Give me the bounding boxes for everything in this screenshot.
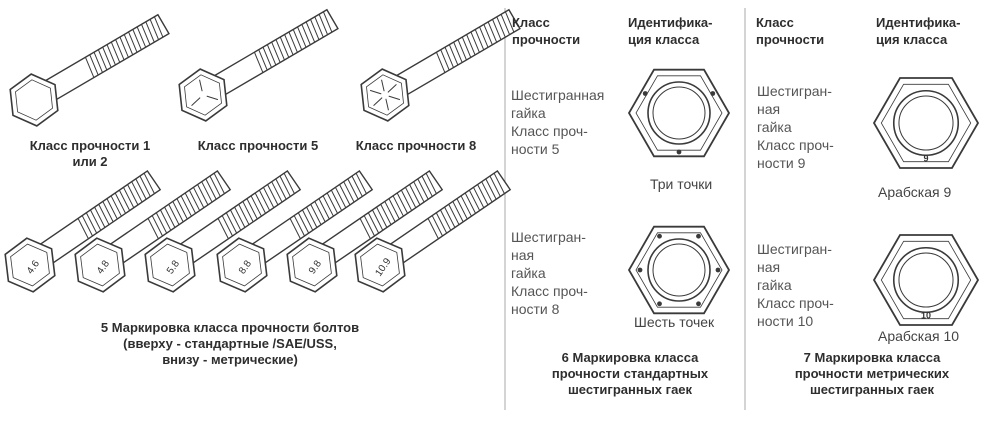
bolt-top-2 <box>178 8 339 122</box>
figure-5-caption: 5 Маркировка класса прочности болтов (вв… <box>100 320 360 367</box>
std-header-ident: Идентифика- ция класса <box>628 15 713 47</box>
metric-nut-9: 9 <box>872 77 980 169</box>
nut-class-number: 10 <box>921 310 931 320</box>
bolt-caption-class-5: Класс прочности 5 <box>197 138 319 153</box>
bolt-metric-1: 4.6 <box>4 169 162 293</box>
nut-dot-mark <box>676 149 682 155</box>
std-row-1-mark-label: Три точки <box>650 176 713 192</box>
bolt-metric-2: 4.8 <box>74 169 232 293</box>
nut-dot-mark <box>637 267 643 273</box>
bolt-metric-5: 9.8 <box>286 169 444 293</box>
metric-row-1-text: Шестигран- ная гайка Класс проч- ности 9 <box>757 83 834 171</box>
std-nut-three-dots <box>627 68 731 158</box>
bolt-metric-4: 8.8 <box>216 169 374 293</box>
bolt-metric-3: 5.8 <box>144 169 302 293</box>
nut-dot-mark <box>657 233 662 239</box>
metric-row-2-mark-label: Арабская 10 <box>878 328 960 344</box>
bolt-caption-class-1-2: Класс прочности 1 или 2 <box>29 138 151 169</box>
nut-dot-mark <box>696 233 701 239</box>
metric-row-1-mark-label: Арабская 9 <box>878 184 952 200</box>
nut-dot-mark <box>715 267 721 273</box>
nut-dot-mark <box>696 301 701 307</box>
figure-7-caption: 7 Маркировка класса прочности метрически… <box>794 350 950 397</box>
metric-header-ident: Идентифика- ция класса <box>876 15 961 47</box>
std-row-2-mark-label: Шесть точек <box>634 314 715 330</box>
bolt-top-1 <box>9 13 170 127</box>
nut-dot-mark <box>657 301 662 307</box>
nut-class-number: 9 <box>923 153 928 163</box>
bolt-top-3 <box>360 8 521 122</box>
bolt-metric-6: 10.9 <box>354 169 512 293</box>
nut-dot-mark <box>642 91 648 96</box>
std-row-1-text: Шестигранная гайка Класс проч- ности 5 <box>511 87 605 157</box>
metric-header-class: Класс прочности <box>756 15 825 47</box>
metric-nut-10: 10 <box>872 234 980 326</box>
nuts-group: 9 10 <box>627 68 980 326</box>
metric-row-2-text: Шестигран- ная гайка Класс проч- ности 1… <box>757 241 834 329</box>
figure-6-caption: 6 Маркировка класса прочности стандартны… <box>551 350 709 397</box>
nut-dot-mark <box>710 91 716 96</box>
bolt-caption-class-8: Класс прочности 8 <box>355 138 477 153</box>
std-nut-six-dots <box>627 225 731 315</box>
std-header-class: Класс прочности <box>512 15 581 47</box>
std-row-2-text: Шестигран- ная гайка Класс проч- ности 8 <box>511 229 588 317</box>
